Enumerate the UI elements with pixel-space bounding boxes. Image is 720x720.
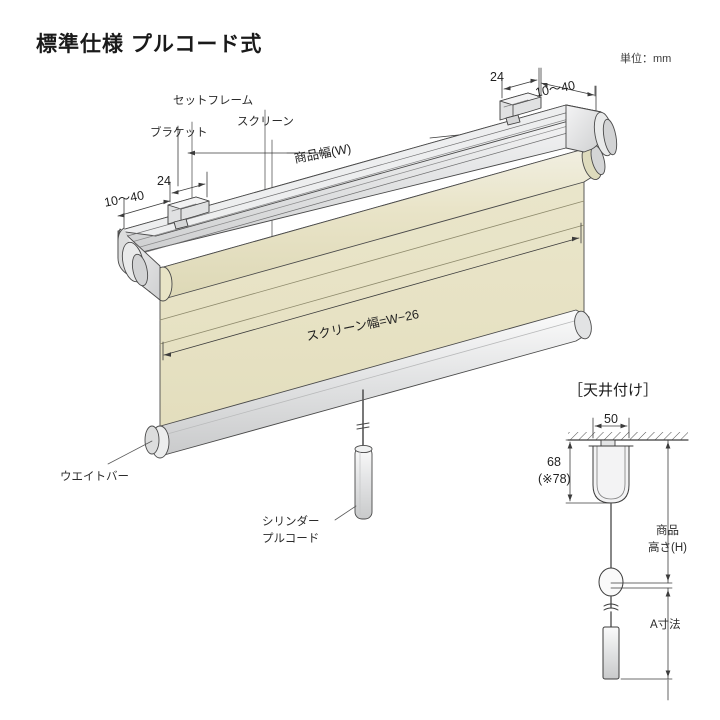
dim-bracket-left-24: 24 <box>157 174 171 188</box>
callout-cylinder: シリンダー <box>262 516 320 528</box>
dim-product-height-line1: 商品 <box>656 525 679 537</box>
dim-ceiling-68: 68 <box>547 455 561 469</box>
pull-cord-assembly <box>354 389 373 520</box>
callout-set-frame: セットフレーム <box>173 95 254 107</box>
bracket-right-dim-24 <box>501 67 540 99</box>
dim-bracket-right-24: 24 <box>490 70 504 84</box>
frame-end-cap-right <box>565 104 618 157</box>
callout-pull-cord: プルコード <box>262 533 320 545</box>
dim-ceiling-50: 50 <box>604 412 618 426</box>
callout-bracket: ブラケット <box>150 127 208 139</box>
screen-width-dimension <box>162 222 582 361</box>
ceiling-detail-heading: ［天井付け］ <box>568 382 659 399</box>
frame-end-cap-left <box>117 227 161 301</box>
dim-product-height-line2: 高さ(H) <box>648 542 687 554</box>
callout-screen: スクリーン <box>237 116 294 128</box>
set-frame-rail <box>117 104 602 259</box>
bracket-left-dim-range <box>117 197 171 233</box>
weight-bar <box>144 309 592 459</box>
ceiling-mount-detail <box>565 417 689 701</box>
unit-note: 単位：mm <box>620 53 672 65</box>
dim-a-dimension: A寸法 <box>650 619 681 631</box>
callout-weight-bar: ウエイトバー <box>60 471 129 483</box>
dim-ceiling-68-alt: (※78) <box>538 472 571 486</box>
bracket-left-dim-24 <box>169 171 208 203</box>
page-title: 標準仕様 プルコード式 <box>36 33 263 56</box>
bracket-left <box>167 196 210 230</box>
bracket-right <box>499 92 542 126</box>
bracket-right-dim-range <box>540 67 597 113</box>
